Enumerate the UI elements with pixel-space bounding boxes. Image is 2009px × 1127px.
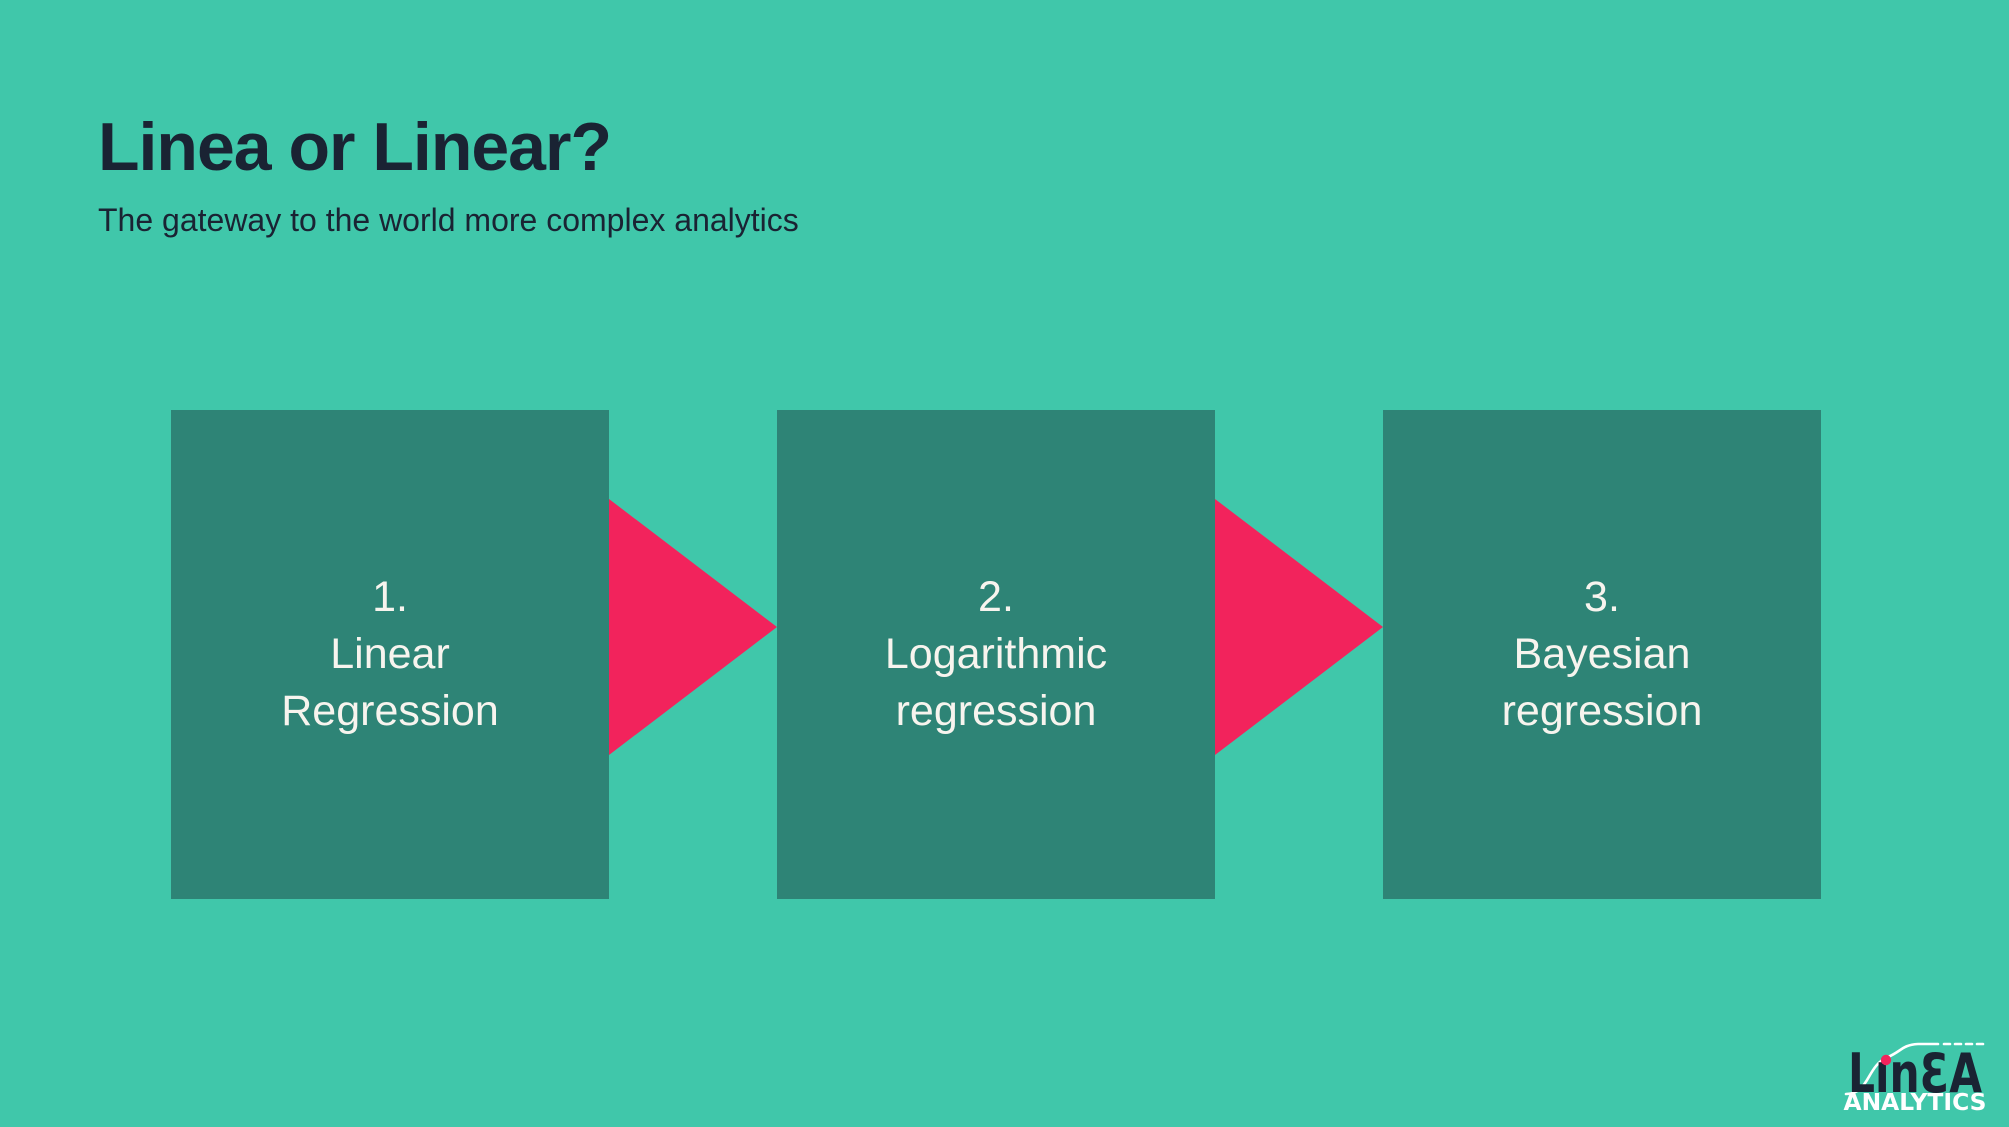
arrow-slot-1 <box>609 410 777 899</box>
step-card-1: 1. Linear Regression <box>171 410 609 899</box>
step-name-line-2: Regression <box>281 687 499 735</box>
logo-subtext: ANALYTICS <box>1844 1090 1987 1114</box>
step-card-3: 3. Bayesian regression <box>1383 410 1821 899</box>
step-number: 2. <box>978 573 1014 621</box>
process-flow: 1. Linear Regression 2. Logarithmic regr… <box>171 410 1821 899</box>
arrow-right-icon <box>1215 499 1383 755</box>
step-name-line-2: regression <box>1501 687 1703 735</box>
step-card-2: 2. Logarithmic regression <box>777 410 1215 899</box>
linea-analytics-logo: LınƐA ANALYTICS <box>1840 1036 1990 1114</box>
step-card-3-text: 3. Bayesian regression <box>1502 569 1703 740</box>
step-name-line-1: Logarithmic <box>884 630 1108 678</box>
step-name-line-1: Bayesian <box>1513 630 1691 678</box>
step-card-2-text: 2. Logarithmic regression <box>885 569 1107 740</box>
arrow-right-icon <box>609 499 777 755</box>
logo-dot-icon <box>1880 1054 1892 1066</box>
logo-graphic: LınƐA ANALYTICS <box>1844 1042 1987 1114</box>
slide-header: Linea or Linear? The gateway to the worl… <box>98 108 799 240</box>
slide-title: Linea or Linear? <box>98 109 612 185</box>
step-number: 3. <box>1584 573 1620 621</box>
arrow-slot-2 <box>1215 410 1383 899</box>
step-name-line-1: Linear <box>330 630 450 678</box>
step-name-line-2: regression <box>895 687 1097 735</box>
slide-subtitle: The gateway to the world more complex an… <box>98 202 799 238</box>
step-number: 1. <box>372 573 408 621</box>
logo-wordmark: LınƐA <box>1848 1042 1982 1105</box>
step-card-1-text: 1. Linear Regression <box>281 569 499 740</box>
